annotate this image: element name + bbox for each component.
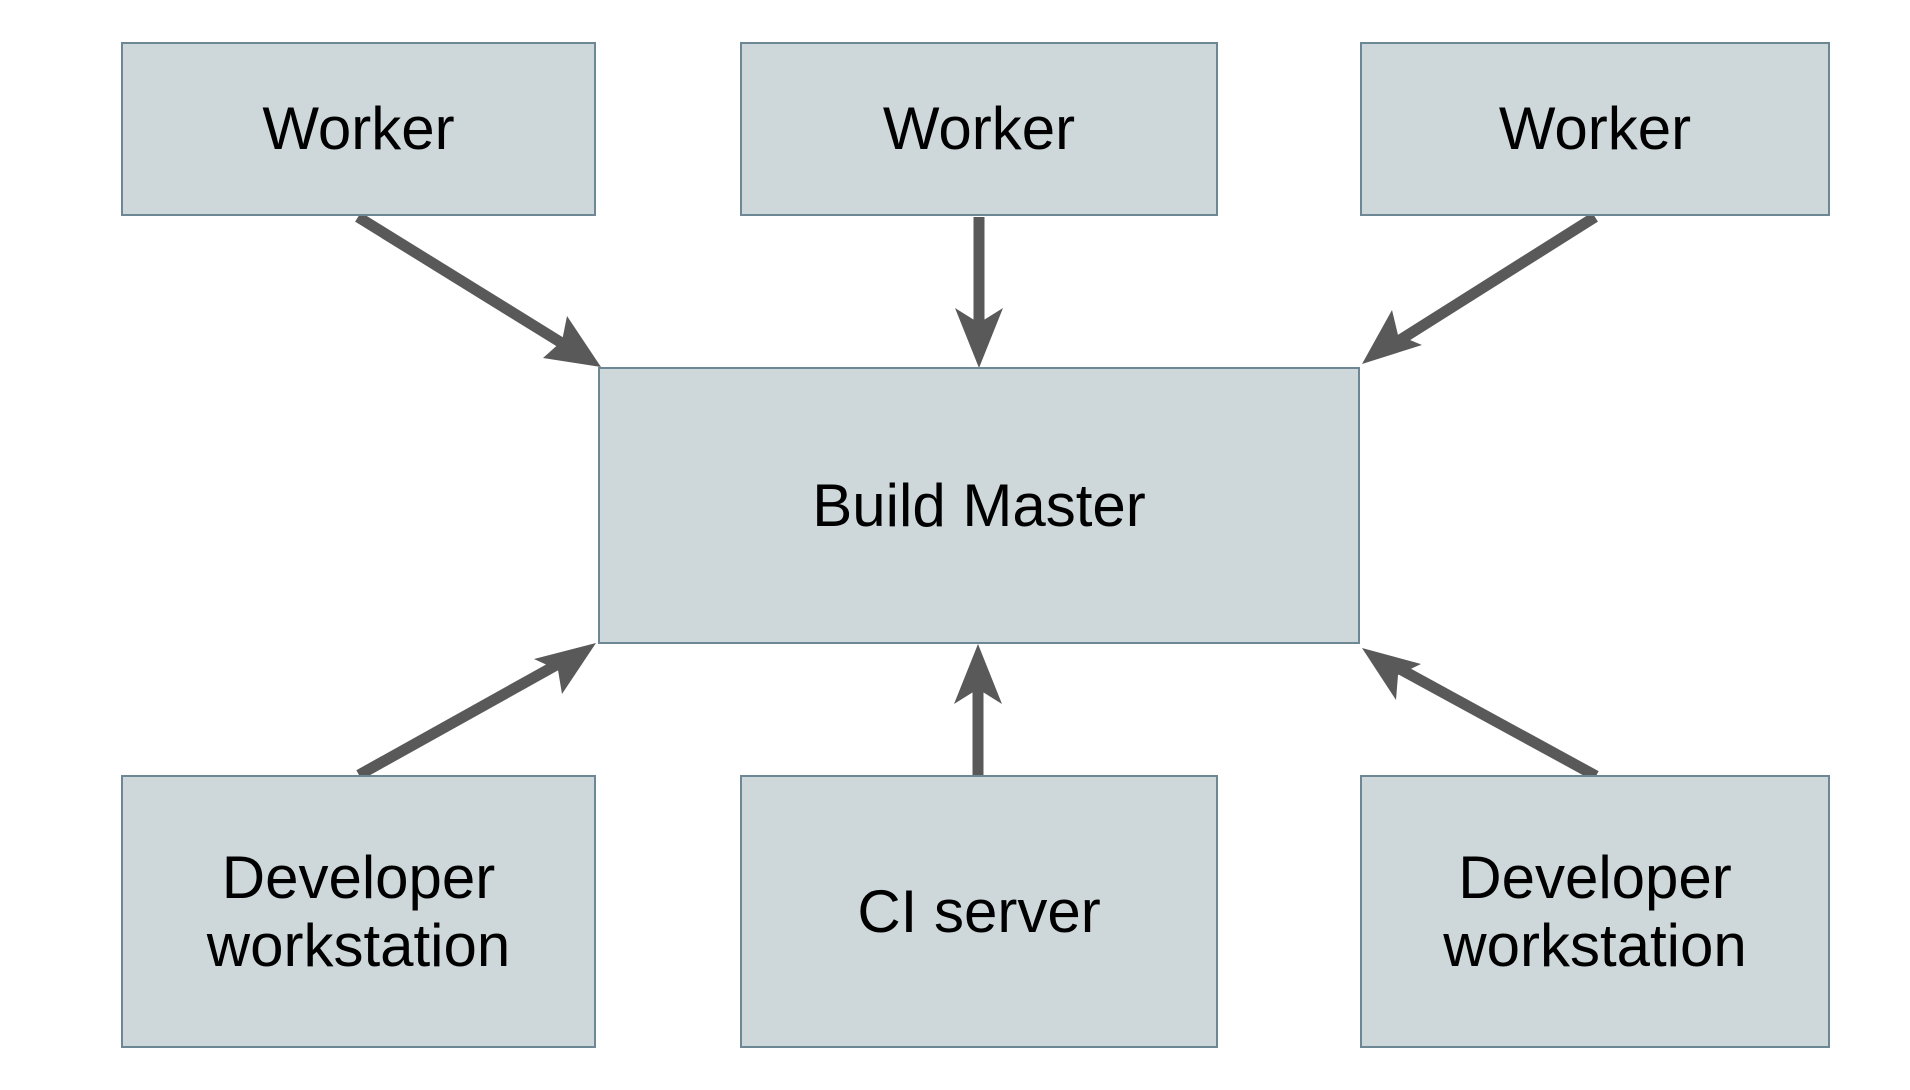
edge-worker-top-left-to-build-master: [355, 212, 601, 367]
node-worker-top-right-label: Worker: [1498, 95, 1692, 163]
node-worker-top-left[interactable]: Worker: [121, 42, 596, 216]
node-developer-workstation-left[interactable]: Developer workstation: [121, 775, 596, 1048]
node-developer-workstation-right-label: Developer workstation: [1443, 844, 1747, 979]
edge-worker-top-right-to-build-master: [1362, 212, 1598, 364]
node-developer-workstation-left-label: Developer workstation: [206, 844, 511, 979]
node-worker-top-left-label: Worker: [262, 95, 455, 163]
edge-ci-server-to-build-master: [954, 644, 1002, 775]
node-ci-server-label: CI server: [857, 877, 1101, 945]
node-build-master-label: Build Master: [812, 471, 1146, 539]
node-worker-top-center-label: Worker: [882, 95, 1076, 163]
node-developer-workstation-right[interactable]: Developer workstation: [1360, 775, 1830, 1048]
node-worker-top-right[interactable]: Worker: [1360, 42, 1830, 216]
node-build-master[interactable]: Build Master: [598, 367, 1360, 644]
edge-developer-workstation-right-to-build-master: [1362, 648, 1599, 781]
node-ci-server[interactable]: CI server: [740, 775, 1218, 1048]
node-worker-top-center[interactable]: Worker: [740, 42, 1218, 216]
edge-developer-workstation-left-to-build-master: [356, 643, 596, 780]
edge-worker-top-center-to-build-master: [955, 217, 1003, 368]
